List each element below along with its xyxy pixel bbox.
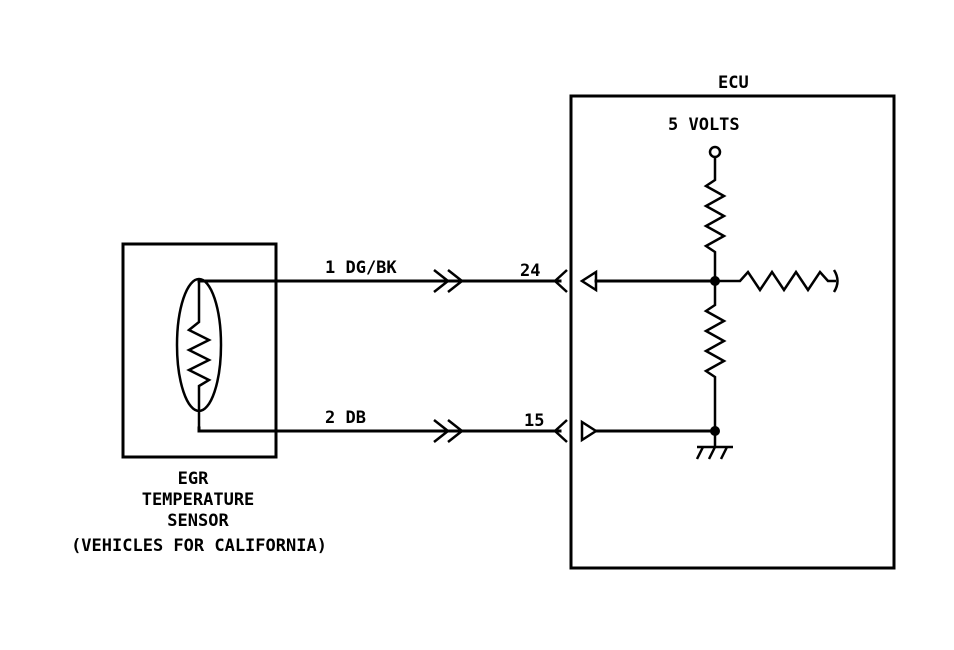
terminal-15-ground-icon: [580, 419, 599, 443]
ecu-title: ECU: [718, 73, 749, 93]
terminal-15-label: 15: [524, 411, 544, 431]
thermistor-icon: [175, 277, 223, 428]
sensor-title-line3: SENSOR: [167, 511, 229, 531]
sensor-box: [121, 242, 278, 459]
terminal-24-input-icon: [579, 269, 598, 293]
series-resistor-icon: [715, 269, 836, 293]
wire-2: [197, 426, 562, 433]
sensor-title-line4: (VEHICLES FOR CALIFORNIA): [71, 536, 327, 556]
terminal-15-connector-icon: [553, 419, 568, 443]
wire-1-label: 1 DG/BK: [325, 258, 397, 278]
wire-2-label: 2 DB: [325, 408, 366, 428]
sensor-title-line1: EGR: [178, 469, 209, 489]
terminal-24-connector-icon: [553, 269, 568, 293]
input-stub-icon: [832, 269, 839, 293]
ecu-box: [569, 94, 896, 570]
supply-terminal-icon: [708, 145, 722, 159]
pullup-resistor-icon: [703, 157, 727, 281]
supply-label: 5 VOLTS: [668, 115, 740, 135]
pulldown-resistor-icon: [703, 281, 727, 431]
ground-icon: [695, 431, 733, 460]
connector-icon: [433, 419, 465, 443]
sensor-title-line2: TEMPERATURE: [142, 490, 255, 510]
connector-icon: [433, 269, 465, 293]
terminal-24-label: 24: [520, 261, 540, 281]
